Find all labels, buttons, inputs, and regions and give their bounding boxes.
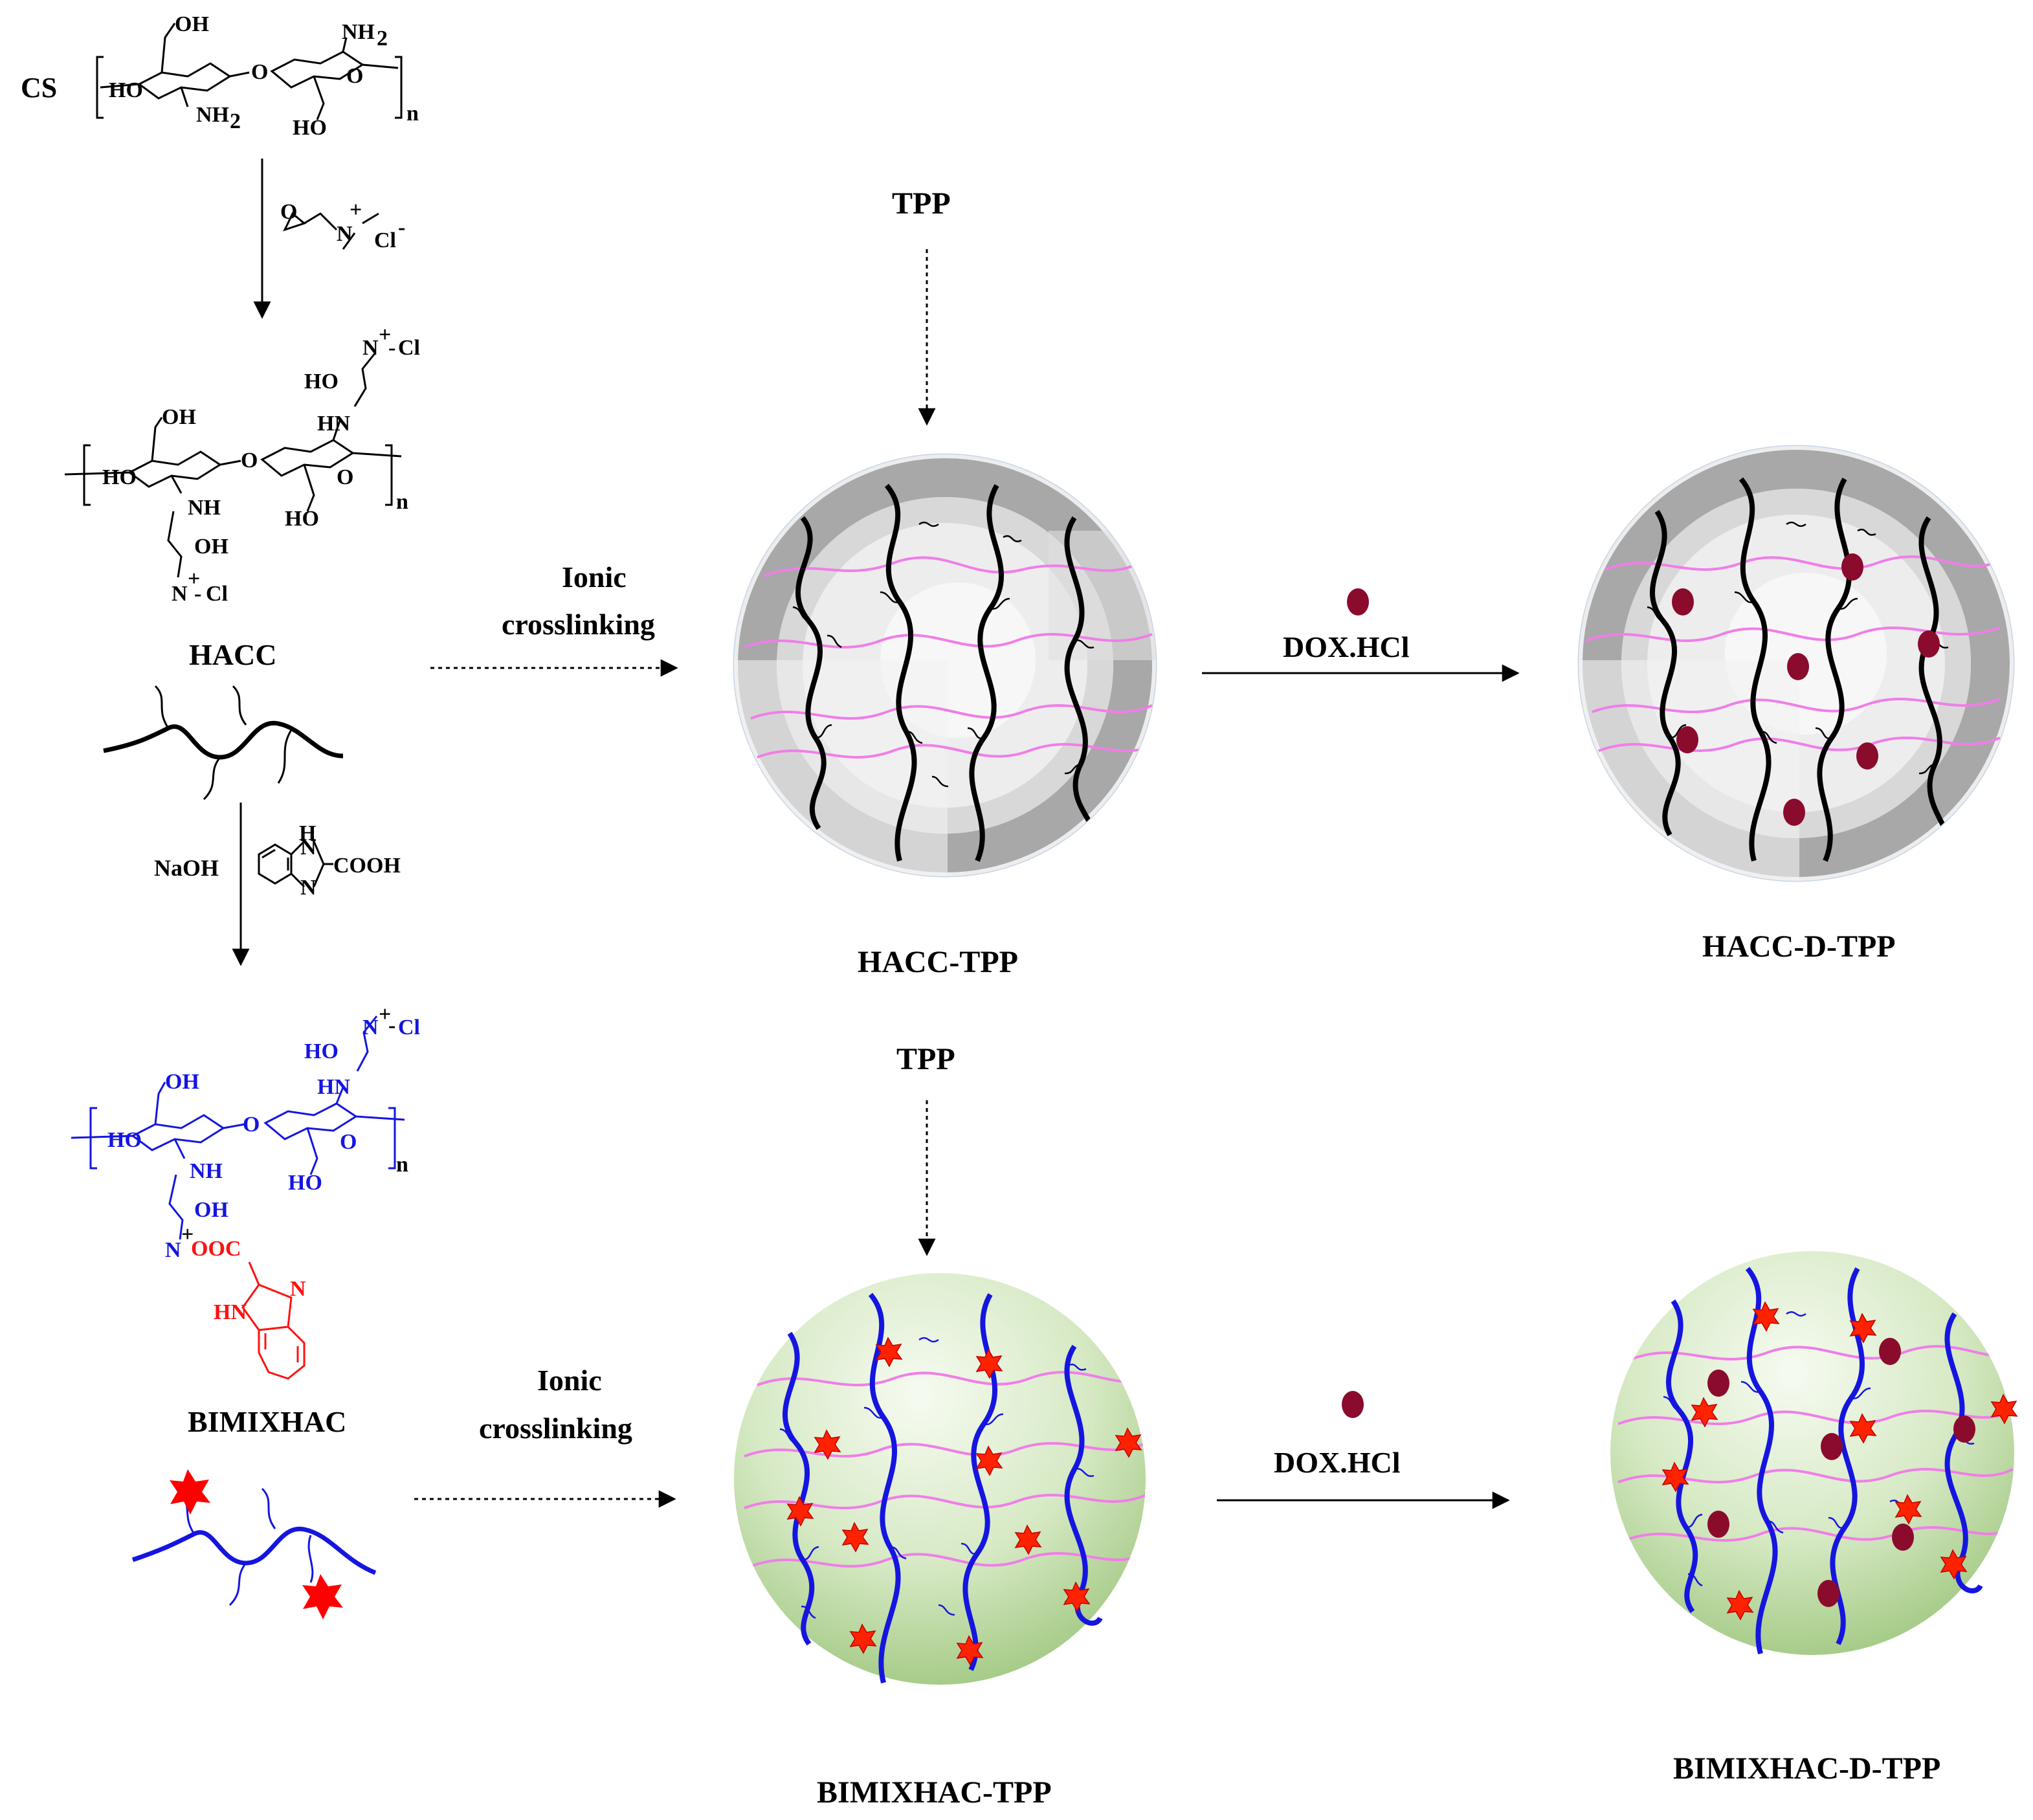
tpp-label-top: TPP [892,186,951,221]
svg-text:Cl: Cl [206,582,228,606]
hacc-label: HACC [189,638,276,671]
svg-text:O: O [241,449,258,472]
svg-text:-: - [194,582,201,606]
svg-text:N: N [337,222,353,246]
dox-molecule-bottom [1342,1391,1364,1418]
ionic-label-top-2: crosslinking [502,608,655,641]
svg-text:HO: HO [304,370,339,394]
svg-text:-: - [388,1014,395,1038]
svg-text:N: N [362,1015,379,1039]
svg-text:+: + [379,1003,391,1027]
cs-structure [96,23,403,120]
hacc-structure [64,352,402,578]
svg-text:H: H [299,821,316,845]
dox-label-top: DOX.HCl [1283,630,1410,663]
bimixhac-tpp-label: BIMIXHAC-TPP [817,1775,1052,1810]
svg-text:O: O [243,1113,260,1137]
svg-text:O: O [340,1130,357,1154]
tpp-label-bottom: TPP [896,1042,955,1076]
svg-text:HO: HO [109,78,143,102]
svg-text:+: + [188,567,200,591]
svg-text:n: n [406,102,419,126]
cs-label: CS [21,72,57,104]
bimixhac-star-2 [302,1574,343,1619]
svg-text:N: N [362,336,379,360]
svg-text:NH: NH [342,20,375,44]
svg-text:-: - [388,336,395,360]
hacc-tpp-label: HACC-TPP [858,945,1018,979]
svg-text:+: + [181,1223,194,1247]
cs-atoms: CS OH HO NH 2 O NH 2 O HO n [21,12,419,140]
hacc-tpp-nanoparticle [733,453,1157,878]
svg-text:HN: HN [214,1300,247,1324]
ionic-label-bottom-1: Ionic [537,1364,602,1397]
svg-text:HO: HO [304,1039,339,1063]
svg-text:N: N [300,836,317,860]
svg-text:NH: NH [188,496,221,520]
svg-text:2: 2 [377,27,388,50]
hacc-polymer-cartoon [103,685,344,801]
bimixhac-label: BIMIXHAC [188,1405,346,1438]
svg-text:-: - [398,216,405,239]
svg-text:2: 2 [230,109,241,133]
naoh-label: NaOH [154,855,219,881]
dox-molecule-top [1347,588,1369,616]
svg-text:OH: OH [162,405,196,429]
bimixhac-d-tpp-nanoparticle [1610,1251,2018,1655]
bimixhac-structure-blue [71,1015,405,1240]
svg-text:+: + [379,323,391,347]
svg-text:HN: HN [317,412,350,436]
svg-text:O: O [337,465,353,489]
benzimidazole-reagent [258,840,333,888]
svg-text:Cl: Cl [398,1015,420,1039]
svg-text:O: O [251,60,268,84]
svg-text:N: N [172,582,188,606]
svg-text:+: + [350,198,362,222]
svg-text:n: n [396,1153,408,1177]
svg-text:HO: HO [293,116,327,140]
svg-text:HN: HN [317,1075,350,1099]
svg-text:N: N [165,1238,181,1262]
hacc-d-tpp-nanoparticle [1577,445,2015,882]
svg-text:N: N [300,876,317,900]
bimixhac-d-tpp-label: BIMIXHAC-D-TPP [1673,1751,1940,1786]
svg-text:OH: OH [165,1070,199,1094]
dox-label-bottom: DOX.HCl [1274,1446,1401,1479]
cooh-label: COOH [333,854,401,878]
svg-text:n: n [396,490,408,514]
svg-text:N: N [290,1277,306,1301]
svg-text:HO: HO [107,1128,142,1152]
ionic-label-bottom-2: crosslinking [479,1412,632,1445]
bimixhac-tpp-nanoparticle [734,1273,1146,1685]
hacc-d-tpp-label: HACC-D-TPP [1702,929,1896,964]
ionic-label-top-1: Ionic [562,560,627,594]
svg-text:OOC: OOC [191,1237,241,1261]
svg-text:Cl: Cl [374,228,396,252]
svg-text:O: O [346,64,363,88]
svg-text:HO: HO [102,465,137,489]
svg-text:NH: NH [190,1159,223,1183]
svg-text:HO: HO [288,1171,322,1195]
svg-text:OH: OH [194,535,228,559]
svg-text:NH: NH [196,103,229,127]
svg-text:HO: HO [285,507,319,531]
bimixhac-star-1 [170,1469,210,1515]
bimixhac-structure-red [241,1261,306,1380]
svg-text:Cl: Cl [398,336,420,360]
svg-text:O: O [280,200,297,224]
svg-text:OH: OH [194,1198,228,1222]
gtmac-reagent [283,212,379,250]
svg-text:OH: OH [175,12,209,36]
